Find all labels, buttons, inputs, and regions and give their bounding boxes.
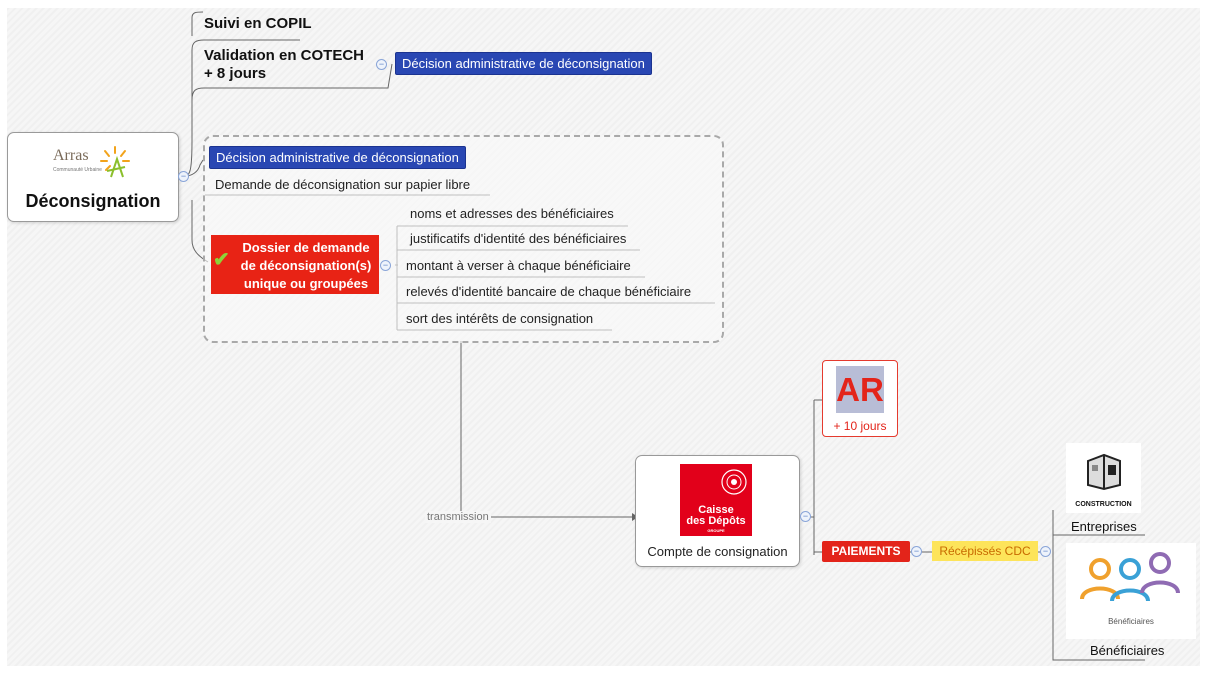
list-item[interactable]: noms et adresses des bénéficiaires [410,206,614,221]
construction-icon [1087,453,1121,491]
collapse-toggle-icon[interactable]: − [376,59,387,70]
beneficiaires-img-text: Bénéficiaires [1108,617,1154,626]
cdc-name-line-1: Caisse [698,504,734,516]
logo-subtitle: Communauté Urbaine [53,167,102,173]
check-icon: ✔ [213,249,230,271]
collapse-toggle-icon[interactable]: − [380,260,391,271]
collapse-toggle-icon[interactable]: − [1040,546,1051,557]
validation-line-2: + 8 jours [204,65,267,82]
root-node[interactable]: Arras Communauté Urbaine Déconsignation [7,132,179,222]
branch-validation-cotech[interactable]: Validation en COTECH + 8 jours [204,47,364,83]
list-item[interactable]: relevés d'identité bancaire de chaque bé… [406,284,692,299]
decision-top-tag[interactable]: Décision administrative de déconsignatio… [395,52,652,75]
compte-consignation-node[interactable]: Caisse des Dépôts GROUPE Compte de consi… [635,455,800,567]
logo-word: Arras [53,147,89,164]
recepisses-node[interactable]: Récépissés CDC [932,541,1038,561]
paiements-node[interactable]: PAIEMENTS [822,541,910,562]
dossier-line-2: de déconsignation(s) [240,258,372,273]
construction-text: CONSTRUCTION [1075,501,1132,508]
dossier-line-1: Dossier de demande [242,240,370,255]
collapse-toggle-icon[interactable]: − [800,511,811,522]
transmission-label: transmission [425,511,491,523]
ar-node[interactable]: AR + 10 jours [822,360,898,437]
ar-image: AR [836,366,884,413]
cdc-seal-icon [721,469,747,495]
ar-delay-label: + 10 jours [833,419,887,433]
root-title: Déconsignation [25,191,161,211]
cdc-name: Caisse des Dépôts [680,505,752,527]
collapse-toggle-icon[interactable]: − [911,546,922,557]
cdc-groupe: GROUPE [707,528,725,533]
arras-logo: Arras Communauté Urbaine [53,141,133,186]
beneficiaires-label[interactable]: Bénéficiaires [1090,643,1165,658]
compte-label: Compte de consignation [647,544,788,559]
collapse-toggle-icon[interactable]: − [178,171,189,182]
list-item[interactable]: montant à verser à chaque bénéficiaire [406,258,631,273]
dossier-demande-node[interactable]: ✔ Dossier de demande de déconsignation(s… [211,235,379,294]
decision-group-tag[interactable]: Décision administrative de déconsignatio… [209,146,466,169]
validation-line-1: Validation en COTECH [204,47,365,64]
dossier-line-3: unique ou groupées [243,276,369,291]
construction-image: CONSTRUCTION [1066,443,1141,513]
sun-logo-icon [100,146,130,178]
branch-suivi-copil[interactable]: Suivi en COPIL [204,15,312,32]
beneficiaires-image: Bénéficiaires [1066,543,1196,639]
cdc-name-line-2: des Dépôts [686,515,746,527]
list-item[interactable]: sort des intérêts de consignation [406,311,594,326]
list-item[interactable]: justificatifs d'identité des bénéficiair… [410,231,627,246]
demande-papier-libre[interactable]: Demande de déconsignation sur papier lib… [215,177,471,192]
entreprises-label[interactable]: Entreprises [1071,519,1137,534]
cdc-logo: Caisse des Dépôts GROUPE [680,464,752,536]
people-icon [1080,552,1180,602]
